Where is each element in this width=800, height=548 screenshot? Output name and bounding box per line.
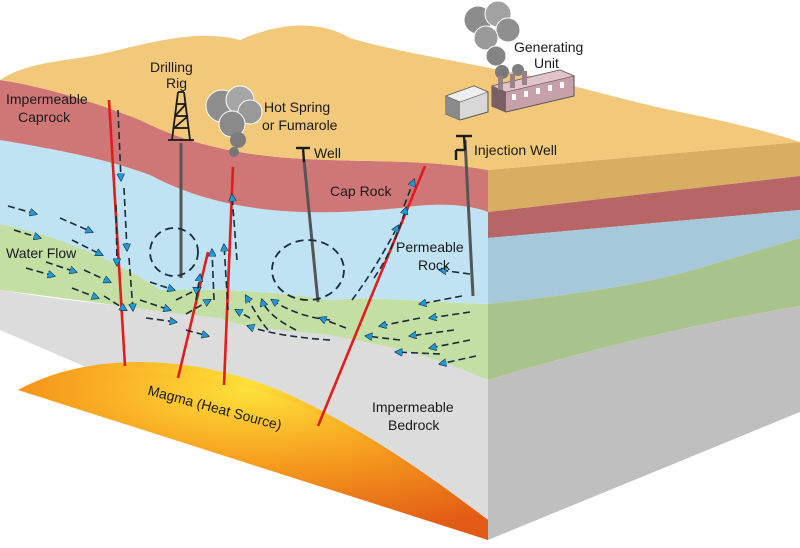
flow-arrow bbox=[59, 217, 92, 232]
permeable-rock-label-line2: Rock bbox=[418, 257, 451, 273]
right-face bbox=[488, 142, 800, 540]
flow-arrow bbox=[7, 205, 36, 214]
flow-arrow bbox=[366, 336, 401, 341]
impermeable-caprock-label-line2: Caprock bbox=[18, 109, 71, 125]
flow-arrow bbox=[175, 288, 200, 301]
convection-loop-center bbox=[271, 239, 345, 301]
right-face-surface bbox=[488, 142, 800, 212]
cap-rock-label: Cap Rock bbox=[330, 183, 392, 199]
well-head bbox=[296, 146, 310, 163]
drilling-rig-label-line2: Rig bbox=[166, 75, 187, 91]
impermeable-bedrock-label-line2: Bedrock bbox=[388, 417, 440, 433]
flow-arrow bbox=[410, 329, 455, 336]
flow-arrow bbox=[420, 295, 463, 304]
injection-well-label: Injection Well bbox=[474, 142, 557, 158]
convection-loops bbox=[149, 227, 345, 301]
flow-arrow bbox=[149, 281, 174, 290]
flow-arrow bbox=[145, 318, 176, 322]
well-bore bbox=[302, 159, 320, 303]
flow-arrow bbox=[71, 239, 102, 255]
right-face-permeable bbox=[488, 210, 800, 304]
drilling-rig-label-line1: Drilling bbox=[150, 59, 193, 75]
caprock-layer bbox=[0, 80, 488, 213]
injection-well-bore bbox=[463, 139, 475, 297]
flow-arrow bbox=[212, 250, 214, 301]
flow-arrow bbox=[118, 109, 121, 180]
flow-arrow bbox=[196, 275, 200, 301]
flow-arrow bbox=[248, 326, 331, 341]
smoke-plume-hot-spring bbox=[205, 85, 263, 157]
flow-arrow bbox=[403, 180, 414, 207]
generating-unit-label-line1: Generating bbox=[514, 39, 583, 55]
flow-arrow bbox=[373, 208, 406, 279]
fault-line-3 bbox=[222, 166, 235, 386]
drilling-rig-derrick bbox=[168, 91, 194, 141]
flow-arrow bbox=[262, 300, 297, 331]
flow-arrow bbox=[246, 296, 269, 331]
water-flow-label: Water Flow bbox=[6, 245, 77, 261]
convection-loop-left bbox=[149, 227, 199, 277]
magma-body-fill bbox=[18, 373, 488, 540]
generating-unit-label-line2: Unit bbox=[534, 55, 559, 71]
flow-arrow bbox=[71, 287, 98, 298]
impermeable-bedrock-label-line1: Impermeable bbox=[372, 399, 454, 415]
generating-unit bbox=[445, 69, 575, 121]
flow-arrow bbox=[128, 257, 133, 310]
permeable-rock-label-line1: Permeable bbox=[396, 239, 464, 255]
injection-well-head bbox=[454, 134, 472, 160]
flow-arrow bbox=[185, 300, 210, 315]
flow-arrow bbox=[103, 295, 126, 310]
flow-arrow bbox=[185, 329, 208, 336]
hot-spring-label-line1: Hot Spring bbox=[264, 99, 330, 115]
flow-arrow bbox=[430, 311, 471, 318]
impermeable-caprock-label-line1: Impermeable bbox=[6, 91, 88, 107]
flow-arrow bbox=[320, 318, 347, 329]
flow-arrow bbox=[236, 310, 251, 319]
right-face-waterlayer bbox=[488, 238, 800, 380]
flow-arrows bbox=[7, 109, 477, 364]
hot-spring-label-line2: or Fumarole bbox=[262, 117, 338, 133]
flow-arrow bbox=[430, 339, 471, 348]
flow-arrow bbox=[13, 229, 40, 238]
ground-surface bbox=[0, 25, 800, 170]
right-face-caprock bbox=[488, 176, 800, 238]
flow-arrow bbox=[396, 352, 441, 354]
flow-arrow bbox=[45, 261, 76, 272]
smoke-plume-generating-unit bbox=[463, 0, 524, 79]
flow-arrow bbox=[139, 299, 170, 310]
flow-arrow bbox=[440, 355, 477, 364]
right-face-bedrock bbox=[488, 306, 800, 540]
flow-arrow bbox=[83, 269, 110, 282]
well-label: Well bbox=[314, 145, 341, 161]
flow-arrow bbox=[380, 317, 421, 326]
flow-arrow bbox=[351, 226, 398, 301]
water-flow-layer bbox=[0, 224, 488, 380]
well-bores bbox=[179, 139, 475, 303]
flow-arrow bbox=[440, 270, 471, 274]
flow-arrow bbox=[116, 204, 117, 265]
flow-arrow bbox=[25, 267, 54, 276]
